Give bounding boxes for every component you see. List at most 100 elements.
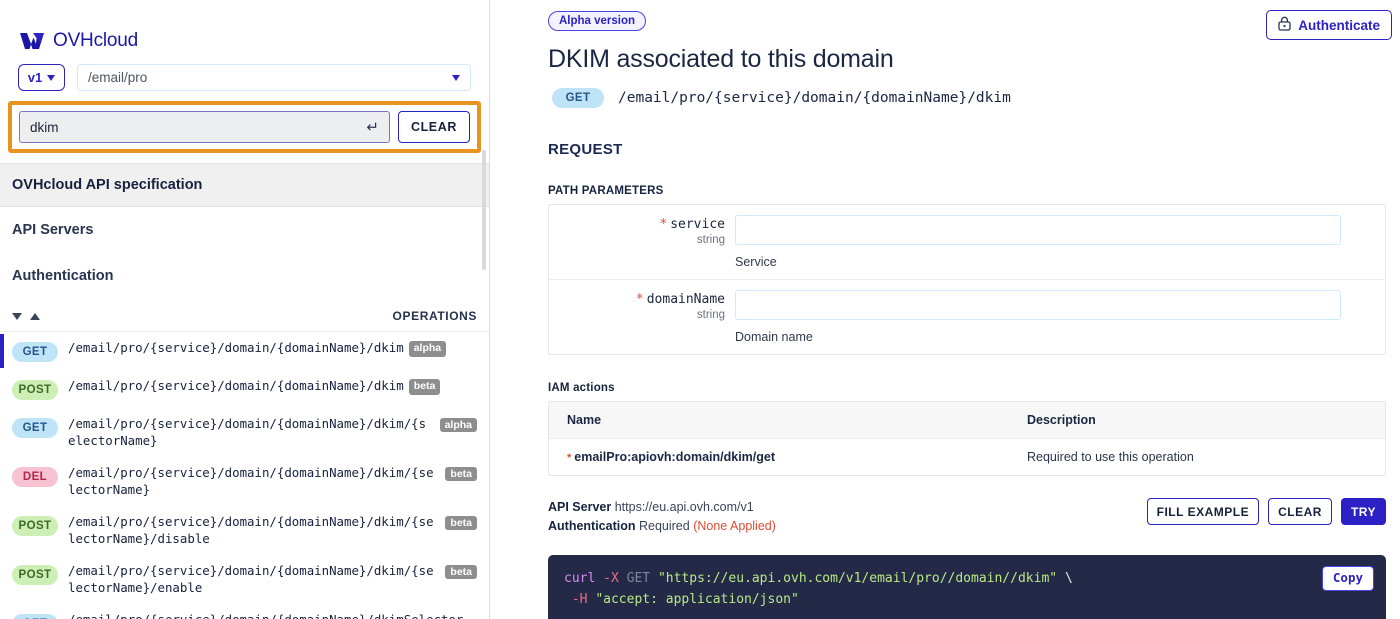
page-title: DKIM associated to this domain [548,45,894,73]
operation-path-text: /email/pro/{service}/domain/{domainName}… [68,612,463,619]
operation-row[interactable]: POST/email/pro/{service}/domain/{domainN… [0,506,489,555]
endpoint-path: /email/pro/{service}/domain/{domainName}… [618,90,1011,106]
api-path-select-value: /email/pro [88,70,148,85]
path-parameter-description: Service [735,255,777,269]
spec-title: OVHcloud API specification [0,163,489,207]
enter-return-icon[interactable]: ↵ [366,119,379,136]
search-input[interactable]: dkim ↵ [19,111,390,143]
main-content: Alpha version Authenticate DKIM associat… [490,0,1400,619]
required-star: * [659,217,668,232]
path-parameter-label: *domainName string [549,290,735,344]
curl-code-block: curl -X GET "https://eu.api.ovh.com/v1/e… [548,554,1386,619]
curl-flag-x: -X [603,570,619,586]
iam-actions-table: Name Description *emailPro:apiovh:domain… [548,401,1386,476]
iam-action-name-text: emailPro:apiovh:domain/dkim/get [574,450,776,464]
api-server-line: API Server https://eu.api.ovh.com/v1 [548,498,776,517]
action-buttons: FILL EXAMPLE CLEAR TRY [1146,498,1386,525]
search-clear-button[interactable]: CLEAR [397,111,470,143]
chevron-down-icon [452,74,460,81]
authentication-line: Authentication Required (None Applied) [548,517,776,536]
sidebar-scrollbar[interactable] [482,150,486,270]
curl-line-continuation: \ [1064,570,1073,586]
path-parameter-name: *service [659,217,725,232]
try-button[interactable]: TRY [1340,498,1386,525]
operation-path: /email/pro/{service}/domain/{domainName}… [68,465,435,498]
curl-method: GET [626,570,651,586]
meta-lines: API Server https://eu.api.ovh.com/v1 Aut… [548,498,776,537]
curl-line-1: curl -X GET "https://eu.api.ovh.com/v1/e… [564,568,1370,589]
operations-list: GET/email/pro/{service}/domain/{domainNa… [0,332,489,619]
operation-row[interactable]: GET/email/pro/{service}/domain/{domainNa… [0,604,489,619]
sidebar: OVHcloud v1 /email/pro dkim ↵ CLEAR OVHc… [0,0,490,619]
authentication-label: Authentication [548,519,636,534]
authentication-value: Required [638,519,690,534]
operation-path: /email/pro/{service}/domain/{domainName}… [68,416,430,449]
path-parameter-description: Domain name [735,330,813,344]
version-select-value: v1 [27,70,43,85]
sidebar-item-authentication[interactable]: Authentication [12,268,114,284]
sort-ascending-icon[interactable] [30,312,40,320]
ovhcloud-logo-icon [20,31,46,51]
operation-method-badge: POST [12,565,58,585]
authentication-warning: (None Applied) [693,519,776,534]
iam-action-name: *emailPro:apiovh:domain/dkim/get [567,450,1027,464]
operation-path-text: /email/pro/{service}/domain/{domainName}… [68,514,434,546]
api-path-select[interactable]: /email/pro [77,64,471,91]
fill-example-button[interactable]: FILL EXAMPLE [1146,498,1260,525]
iam-table-header: Name Description [549,402,1385,439]
endpoint-method-badge: GET [552,88,604,108]
operation-path: /email/pro/{service}/domain/{domainName}… [68,378,477,395]
path-parameter-input[interactable] [735,290,1341,320]
brand: OVHcloud [0,0,489,60]
curl-header: "accept: application/json" [595,592,799,608]
clear-button[interactable]: CLEAR [1268,498,1332,525]
operation-stability-badge: beta [408,379,441,395]
operation-path-text: /email/pro/{service}/domain/{domainName}… [68,465,434,497]
operation-path-text: /email/pro/{service}/domain/{domainName}… [68,416,427,448]
path-parameter-input-col: Domain name [735,290,1385,344]
operation-path: /email/pro/{service}/domain/{domainName}… [68,514,435,547]
path-parameter-type: string [696,234,725,246]
path-parameter-name-text: domainName [646,292,725,307]
path-parameter-input[interactable] [735,215,1341,245]
sort-descending-icon[interactable] [12,312,22,320]
authenticate-button[interactable]: Authenticate [1266,10,1392,40]
operations-header: OPERATIONS [0,299,489,332]
table-row: *emailPro:apiovh:domain/dkim/get Require… [549,439,1385,475]
endpoint-row: GET /email/pro/{service}/domain/{domainN… [552,88,1400,108]
path-parameter-label: *service string [549,215,735,269]
version-select[interactable]: v1 [18,64,65,91]
search-highlight-region: dkim ↵ CLEAR [8,101,481,153]
operation-path-text: /email/pro/{service}/domain/{domainName}… [68,378,404,393]
operation-row[interactable]: GET/email/pro/{service}/domain/{domainNa… [0,332,489,370]
operation-row[interactable]: POST/email/pro/{service}/domain/{domainN… [0,555,489,604]
operation-method-badge: GET [12,614,58,619]
operation-path-text: /email/pro/{service}/domain/{domainName}… [68,563,434,595]
curl-flag-h: -H [571,592,588,608]
iam-column-description: Description [1027,413,1096,427]
operation-stability-badge: alpha [408,341,447,357]
copy-button[interactable]: Copy [1321,565,1374,591]
operation-method-badge: GET [12,418,58,438]
operation-stability-badge: beta [445,565,477,579]
authenticate-label: Authenticate [1298,17,1380,33]
curl-url: "https://eu.api.ovh.com/v1/email/pro//do… [657,570,1058,586]
operation-path-text: /email/pro/{service}/domain/{domainName}… [68,340,404,355]
curl-command: curl [564,570,596,586]
operation-row[interactable]: GET/email/pro/{service}/domain/{domainNa… [0,408,489,457]
chevron-down-icon [47,74,56,81]
alpha-version-badge: Alpha version [548,11,647,31]
search-input-value: dkim [30,119,59,135]
path-parameter-type: string [696,309,725,321]
sidebar-item-api-servers[interactable]: API Servers [12,222,94,238]
lock-icon [1278,16,1291,34]
operation-row[interactable]: DEL/email/pro/{service}/domain/{domainNa… [0,457,489,506]
path-parameter-name: *domainName [636,292,725,307]
operation-stability-badge: beta [445,516,477,530]
request-section-title: REQUEST [548,141,623,158]
meta-row: API Server https://eu.api.ovh.com/v1 Aut… [548,498,1386,537]
operation-row[interactable]: POST/email/pro/{service}/domain/{domainN… [0,370,489,408]
